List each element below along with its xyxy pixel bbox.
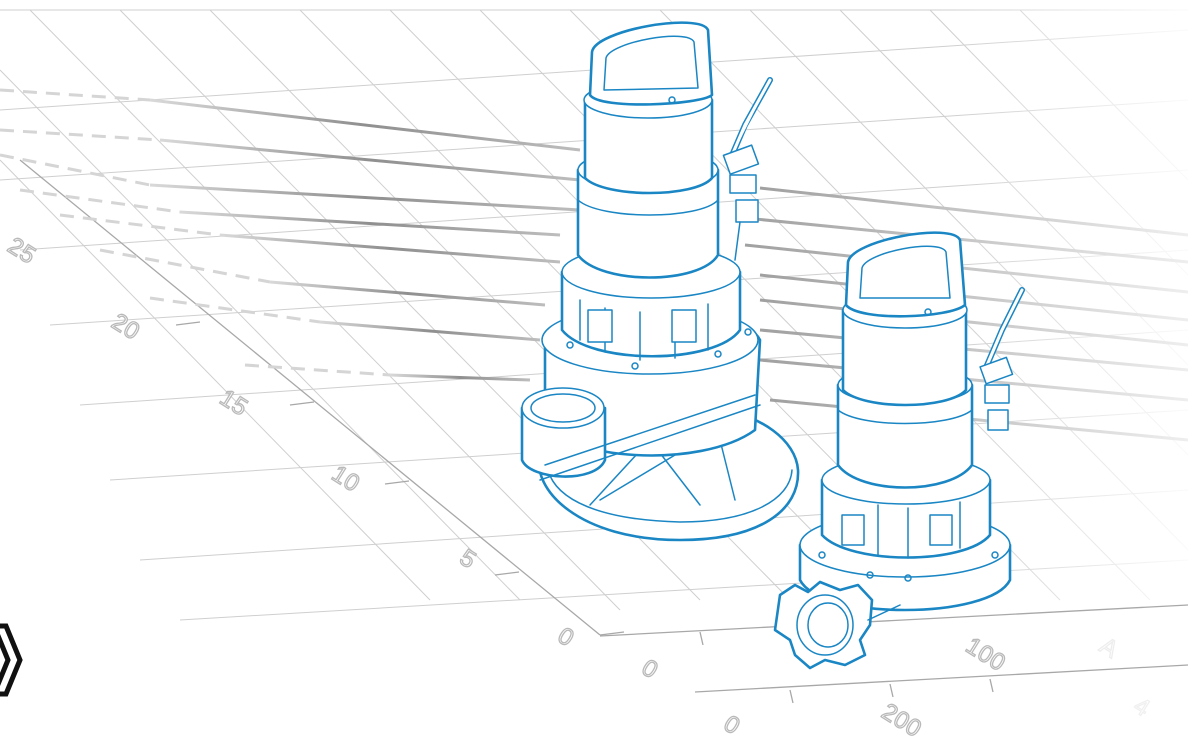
performance-curves-left (0, 88, 581, 382)
chevron-right-icon[interactable] (0, 623, 23, 697)
vertical-axis (19, 159, 625, 636)
large-pump-icon (520, 21, 800, 542)
horizontal-axis (599, 604, 1188, 704)
small-pump-icon (773, 231, 1025, 670)
